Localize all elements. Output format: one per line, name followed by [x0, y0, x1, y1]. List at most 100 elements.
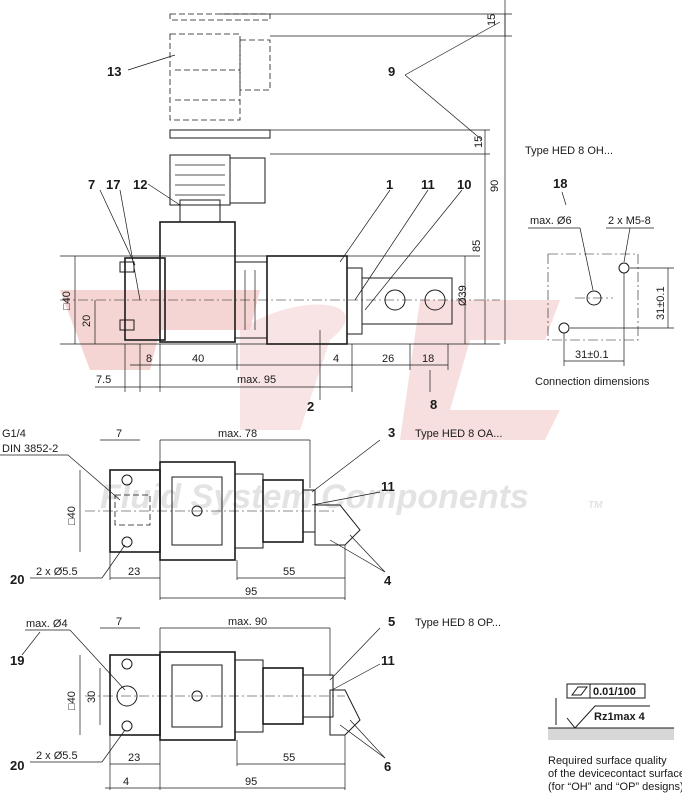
- oa-dim-55: 55: [283, 566, 295, 578]
- dim-4: 4: [333, 353, 339, 365]
- op-dim-23: 23: [128, 752, 140, 764]
- roughness-value: Rz1max 4: [594, 711, 646, 723]
- plug-body: [169, 154, 231, 206]
- item-20-op: 20: [10, 758, 24, 773]
- leader-9a: [404, 21, 501, 76]
- watermark: Fluid System Components TM: [60, 290, 603, 516]
- conn-max6: max. Ø6: [530, 215, 572, 227]
- conn-31h: 31±0.1: [575, 349, 609, 361]
- dim-15a: 15: [486, 14, 498, 26]
- leader-g14: [67, 454, 121, 501]
- oa-port: [114, 494, 151, 526]
- leader-holes: [101, 729, 126, 763]
- op-hole-bottom: [121, 720, 133, 732]
- view-op: max. Ø4 7 max. 90 5 Type HED 8 OP... 19 …: [10, 614, 501, 790]
- plug-side: [229, 157, 266, 204]
- item-2: 2: [307, 399, 314, 414]
- surface-quality: 0.01/100 Rz1max 4 Required surface quali…: [548, 683, 682, 793]
- adjust-stem: [346, 267, 363, 335]
- leader-11: [311, 491, 381, 506]
- op-dim-55: 55: [283, 752, 295, 764]
- dim-max95: max. 95: [237, 374, 276, 386]
- dim-7-5: 7.5: [96, 374, 111, 386]
- type-oa-label: Type HED 8 OA...: [415, 428, 502, 440]
- dim-15b: 15: [473, 136, 485, 148]
- op-dim-7: 7: [116, 616, 122, 628]
- surface-note-1: Required surface quality: [548, 755, 667, 767]
- leader-6: [339, 724, 386, 759]
- dim-26: 26: [382, 353, 394, 365]
- leader-11: [331, 663, 381, 691]
- type-op-label: Type HED 8 OP...: [415, 617, 501, 629]
- dim-18: 18: [422, 353, 434, 365]
- op-dim-40: □40: [66, 691, 78, 710]
- view-oh: 13 9 7 17 12 1 11 10 2 8 15 15 90 85 Ø39…: [60, 0, 512, 414]
- dim-39: Ø39: [457, 285, 469, 306]
- plug-top-outline: [169, 13, 271, 21]
- item-18: 18: [553, 176, 567, 191]
- op-holes: 2 x Ø5.5: [36, 750, 78, 762]
- oa-din: DIN 3852-2: [2, 443, 58, 455]
- leader-19: [21, 631, 41, 656]
- item-20-oa: 20: [10, 572, 24, 587]
- dim-20: 20: [81, 315, 93, 327]
- leader-12: [147, 183, 181, 206]
- mounting-face: [547, 253, 639, 341]
- screw-head: [119, 319, 135, 331]
- adjust-body: [361, 277, 453, 325]
- item-10: 10: [457, 177, 471, 192]
- leader-9b: [404, 74, 483, 141]
- leader-11: [354, 189, 429, 301]
- oa-dim-max78: max. 78: [218, 428, 257, 440]
- oa-dim-7: 7: [116, 428, 122, 440]
- leader-6: [349, 719, 386, 759]
- item-4: 4: [384, 573, 392, 588]
- item-9: 9: [388, 64, 395, 79]
- op-dim-4: 4: [123, 776, 129, 788]
- surface-hatch: [548, 728, 674, 740]
- conn-31v: 31±0.1: [655, 286, 667, 320]
- conn-m5: 2 x M5-8: [608, 215, 651, 227]
- oa-hole-top: [121, 474, 133, 486]
- item-6: 6: [384, 759, 391, 774]
- thread-hole-lower: [558, 322, 570, 334]
- item-13: 13: [107, 64, 121, 79]
- flatness-frame: [566, 683, 646, 699]
- leader-13: [127, 54, 176, 71]
- flatness-value: 0.01/100: [593, 686, 636, 698]
- item-11: 11: [421, 177, 435, 192]
- leader-18: [561, 191, 567, 206]
- op-hole-top: [121, 658, 133, 670]
- view-oa: G1/4 DIN 3852-2 7 max. 78 Type HED 8 OA.…: [0, 425, 502, 600]
- item-1: 1: [386, 177, 393, 192]
- surface-note-3: (for “OH” and “OP” designs): [548, 781, 682, 793]
- op-max4: max. Ø4: [26, 618, 68, 630]
- item-7: 7: [88, 177, 95, 192]
- dim-40: □40: [61, 291, 73, 310]
- type-oh-label: Type HED 8 OH...: [525, 145, 613, 157]
- surface-note-2: of the devicecontact surface: [548, 768, 682, 780]
- dim-40b: 40: [192, 353, 204, 365]
- op-dim-30: 30: [86, 691, 98, 703]
- dim-90: 90: [489, 180, 501, 192]
- leader-7: [99, 189, 136, 266]
- leader-10: [364, 189, 463, 311]
- leader-17: [119, 189, 141, 301]
- op-bracket: [329, 689, 361, 736]
- oa-dim-23: 23: [128, 566, 140, 578]
- leader-3: [311, 439, 381, 493]
- leader-1: [339, 189, 391, 263]
- oa-holes: 2 x Ø5.5: [36, 566, 78, 578]
- dim-85: 85: [471, 240, 483, 252]
- leader-4: [329, 539, 386, 573]
- item-8: 8: [430, 397, 437, 412]
- oa-hole-bottom: [121, 536, 133, 548]
- connector-socket: [179, 199, 221, 223]
- connection-view: Type HED 8 OH... 18 max. Ø6 2 x M5-8 31±…: [525, 145, 674, 388]
- thread-hole-upper: [618, 262, 630, 274]
- item-12: 12: [133, 177, 147, 192]
- leader-max4: [69, 629, 126, 691]
- watermark-text: Fluid System Components: [100, 478, 529, 516]
- plug-cap-outline: [169, 129, 271, 139]
